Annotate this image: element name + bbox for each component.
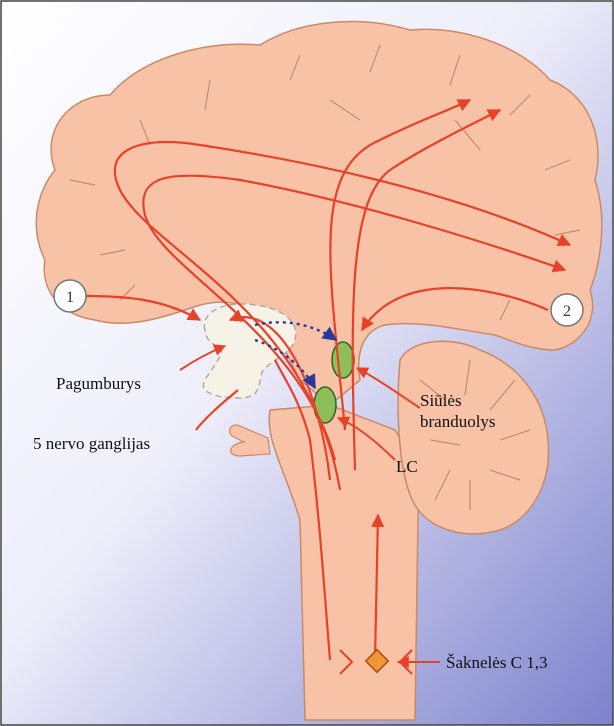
- raphe-label-line2: branduolys: [420, 412, 496, 431]
- raphe-nucleus: [332, 342, 354, 378]
- raphe-label-line1: Siūlės: [420, 391, 462, 410]
- marker-1-label: 1: [66, 289, 74, 306]
- trigeminal-ganglion-label: 5 nervo ganglijas: [33, 434, 150, 453]
- marker-2-label: 2: [563, 303, 571, 320]
- hypothalamus-label: Pagumburys: [56, 374, 141, 393]
- lc-label: LC: [396, 457, 418, 476]
- roots-label: Šaknelės C 1,3: [446, 653, 548, 672]
